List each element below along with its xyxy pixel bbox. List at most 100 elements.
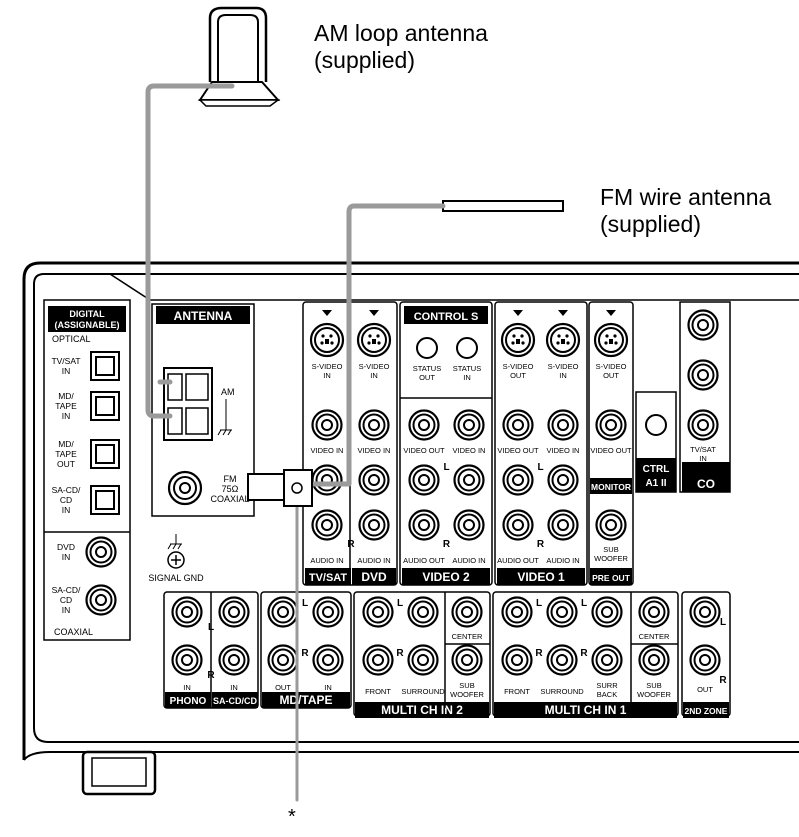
tv-sat-audio-jack xyxy=(687,359,719,391)
fm-label-3: COAXIAL xyxy=(210,494,249,504)
section-co-bar xyxy=(682,462,730,492)
front-label: FRONT xyxy=(504,687,530,696)
out-label: OUT xyxy=(697,685,713,694)
section-multi-ch-2-bar xyxy=(355,702,489,718)
l-label: L xyxy=(536,598,542,609)
audio-r-jack xyxy=(218,644,250,676)
monitor-video-out-jack xyxy=(595,409,627,441)
audio-l-jack xyxy=(591,596,623,628)
optical-input-label: OUT xyxy=(57,459,75,469)
optical-input-label: SA-CD/ xyxy=(52,485,81,495)
section-co: CO xyxy=(697,477,715,491)
fm-wire-antenna xyxy=(442,200,564,212)
digital-header-1: DIGITAL xyxy=(69,309,105,319)
audio-l-jack xyxy=(407,596,439,628)
section-dvd-bar xyxy=(352,568,396,585)
optical-input-label: IN xyxy=(62,411,71,421)
s-video-jack xyxy=(356,322,392,358)
surround-label: SURROUND xyxy=(540,687,584,696)
audio-l-jack xyxy=(311,464,343,496)
section-tv-sat: TV/SAT xyxy=(309,572,348,584)
r-label: R xyxy=(719,675,727,686)
am-loop-antenna-callout: AM loop antenna (supplied) xyxy=(314,20,488,74)
audio-r-jack xyxy=(546,644,578,676)
audio-in-l-jack xyxy=(453,464,485,496)
in-label: IN xyxy=(324,683,332,692)
audio-l-jack xyxy=(689,596,721,628)
r-label: R xyxy=(537,539,545,550)
coaxial-input-label: IN xyxy=(62,552,71,562)
optical-input-label: MD/ xyxy=(58,439,74,449)
audio-r-jack xyxy=(311,509,343,541)
audio-l-jack xyxy=(501,596,533,628)
video-in-jack xyxy=(547,409,579,441)
section-phono-bar xyxy=(165,692,211,708)
section-dvd: DVD xyxy=(361,570,387,584)
surr-back-label: SURR xyxy=(596,681,618,690)
ctrl-a1-jack xyxy=(645,414,667,436)
section-sa-cd: SA-CD/CD xyxy=(213,696,257,706)
ground-icon xyxy=(217,420,232,436)
section-monitor: MONITOR xyxy=(591,482,631,492)
l-label: L xyxy=(443,462,449,473)
s-video-out-jack xyxy=(500,322,536,358)
section-multi-ch-2: MULTI CH IN 2 xyxy=(381,703,463,717)
section-pre-out: PRE OUT xyxy=(592,573,631,583)
l-label: L xyxy=(208,622,214,633)
section-2nd-zone-bar xyxy=(683,702,729,718)
section-multi-ch-1: MULTI CH IN 1 xyxy=(545,703,627,717)
audio-in-r-jack xyxy=(547,509,579,541)
optical-input-label: CD xyxy=(60,495,72,505)
sub-woofer-pre-out-jack xyxy=(595,509,627,541)
fm-wire-antenna-callout: FM wire antenna (supplied) xyxy=(600,184,771,238)
am-label: AM xyxy=(221,387,235,397)
audio-l-jack xyxy=(638,596,670,628)
antenna-cables xyxy=(145,83,446,802)
s-video-out-label: OUT xyxy=(603,371,619,380)
video-in-label: VIDEO IN xyxy=(453,446,486,455)
l-label: L xyxy=(537,462,543,473)
surround-label: SURROUND xyxy=(401,687,445,696)
coaxial-jack xyxy=(85,536,117,568)
section-2nd-zone: 2ND ZONE xyxy=(685,706,728,716)
video-in-label: VIDEO IN xyxy=(311,446,344,455)
audio-r-jack xyxy=(591,644,623,676)
video-in-jack xyxy=(453,409,485,441)
audio-r-jack xyxy=(362,644,394,676)
r-label: R xyxy=(535,648,543,659)
status-in-label: IN xyxy=(463,373,471,382)
audio-l-jack xyxy=(362,596,394,628)
am-callout-line1: AM loop antenna xyxy=(314,20,488,46)
tv-sat-video-jack xyxy=(687,409,719,441)
sub-woofer-label: WOOFER xyxy=(637,690,671,699)
section-tv-sat-bar xyxy=(305,568,351,585)
am-loop-antenna xyxy=(198,6,281,107)
audio-r-jack xyxy=(689,644,721,676)
audio-in-l-jack xyxy=(547,464,579,496)
arrow-down-icon xyxy=(606,310,616,316)
coaxial-label: COAXIAL xyxy=(54,627,93,637)
audio-l-jack xyxy=(546,596,578,628)
optical-jack xyxy=(90,439,120,469)
monitor-s-video-out-jack xyxy=(593,322,629,358)
status-out-label: STATUS xyxy=(413,364,441,373)
am-callout-line2: (supplied) xyxy=(314,47,415,73)
video-in-jack xyxy=(358,409,390,441)
audio-frames xyxy=(163,591,731,717)
fm-callout-line1: FM wire antenna xyxy=(600,184,772,210)
ctrl-a1-bar xyxy=(636,458,676,492)
coaxial-input-label: CD xyxy=(60,595,72,605)
antenna-panel: ANTENNA AM FM 75Ω COAXIAL xyxy=(151,303,255,517)
audio-out-l-jack xyxy=(408,464,440,496)
audio-r-jack xyxy=(358,509,390,541)
signal-gnd: SIGNAL GND xyxy=(148,534,204,583)
status-out-label: OUT xyxy=(419,373,435,382)
ground-icon xyxy=(167,534,182,550)
optical-jack xyxy=(90,391,120,421)
audio-l-jack xyxy=(451,596,483,628)
section-phono: PHONO xyxy=(170,696,207,707)
r-label: R xyxy=(443,539,451,550)
optical-label: OPTICAL xyxy=(52,334,91,344)
